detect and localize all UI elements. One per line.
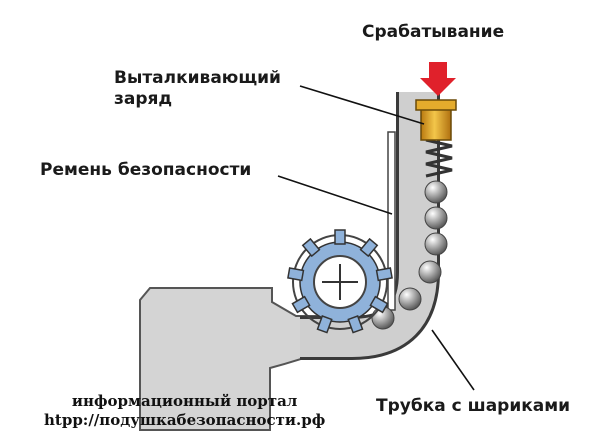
watermark-line2: htpp://подушкабезопасности.рф [44, 410, 326, 429]
down-arrow-icon [420, 62, 456, 96]
ball [424, 206, 448, 230]
watermark-line1: информационный портал [71, 392, 298, 410]
label-ejection-charge-line1: Выталкивающий [114, 68, 281, 88]
ball [398, 287, 422, 311]
ball [424, 180, 448, 204]
label-ejection-charge-line2: заряд [114, 89, 173, 110]
label-ball-tube: Трубка с шариками [376, 396, 571, 416]
ball [418, 260, 442, 284]
label-seat-belt: Ремень безопасности [40, 160, 252, 180]
ball [424, 232, 448, 256]
pinion-sprocket [287, 229, 393, 334]
watermark: информационный портал htpp://подушкабезо… [44, 392, 325, 430]
ball-tube-inner [300, 92, 437, 357]
spring [425, 138, 453, 178]
label-trigger: Срабатывание [362, 22, 505, 42]
explosive-charge [420, 107, 452, 141]
label-ejection-charge: Выталкивающий заряд [114, 68, 281, 111]
explosive-charge-cap [415, 99, 457, 111]
seat-belt-strap [387, 131, 396, 311]
leader-line-belt [277, 175, 393, 215]
leader-line-charge [299, 85, 425, 125]
leader-line-tube [431, 329, 475, 391]
